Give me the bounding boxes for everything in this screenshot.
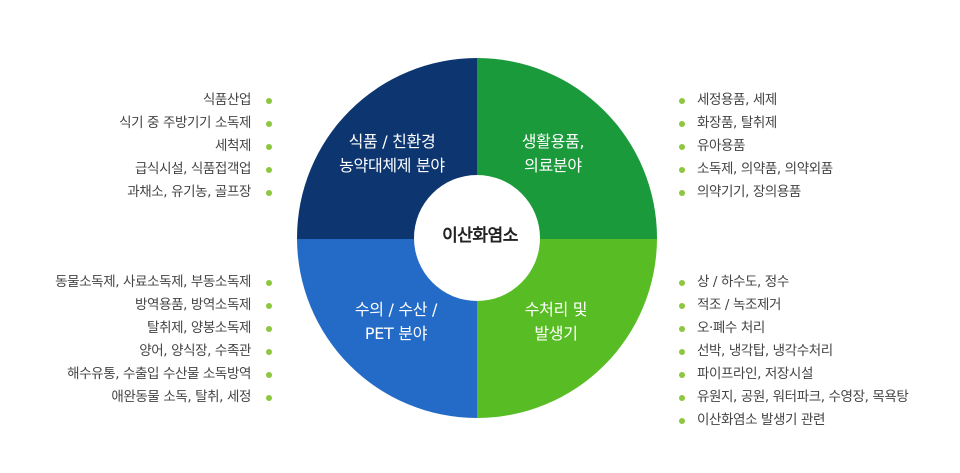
list-item: 의약기기, 장의용품 xyxy=(677,181,833,204)
bullet-dot-icon xyxy=(266,349,272,355)
list-item: 식기 중 주방기기 소독제 xyxy=(119,112,274,135)
list-item: 세정용품, 세제 xyxy=(677,89,833,112)
bullet-dot-icon xyxy=(266,98,272,104)
list-item: 양어, 양식장, 수족관 xyxy=(55,340,274,363)
list-item-label: 동물소독제, 사료소독제, 부동소독제 xyxy=(55,274,251,290)
list-item-label: 방역용품, 방역소독제 xyxy=(135,297,251,313)
list-item-label: 오·폐수 처리 xyxy=(697,320,765,336)
list-item-label: 상 / 하수도, 정수 xyxy=(697,274,789,290)
bullet-dot-icon xyxy=(679,395,685,401)
bullet-dot-icon xyxy=(266,280,272,286)
quadrant-label-line: 수처리 및 xyxy=(524,300,588,319)
bullet-dot-icon xyxy=(679,349,685,355)
list-item-label: 화장품, 탈취제 xyxy=(697,115,777,131)
list-item: 급식시설, 식품접객업 xyxy=(119,158,274,181)
list-item-label: 세정용품, 세제 xyxy=(697,92,777,108)
list-item-label: 애완동물 소독, 탈취, 세정 xyxy=(111,389,251,405)
quadrant-label-bottom-left: 수의 / 수산 / PET 분야 xyxy=(311,298,481,346)
list-item-label: 의약기기, 장의용품 xyxy=(697,184,801,200)
list-item: 파이프라인, 저장시설 xyxy=(677,363,908,386)
list-item: 식품산업 xyxy=(119,89,274,112)
list-item: 해수유통, 수출입 수산물 소독방역 xyxy=(55,363,274,386)
bullet-dot-icon xyxy=(679,98,685,104)
quadrant-label-line: PET 분야 xyxy=(364,324,428,343)
list-item-label: 양어, 양식장, 수족관 xyxy=(139,343,251,359)
bullet-dot-icon xyxy=(679,372,685,378)
list-item: 애완동물 소독, 탈취, 세정 xyxy=(55,386,274,409)
quadrant-label-top-right: 생활용품, 의료분야 xyxy=(468,130,638,178)
bullet-dot-icon xyxy=(679,167,685,173)
quadrant-label-line: 수의 / 수산 / xyxy=(354,300,438,319)
list-item: 이산화염소 발생기 관련 xyxy=(677,409,908,432)
list-item-label: 소독제, 의약품, 의약외품 xyxy=(697,161,833,177)
bullet-dot-icon xyxy=(266,395,272,401)
list-item-label: 식품산업 xyxy=(202,92,251,108)
quadrant-label-line: 농약대체제 분야 xyxy=(339,156,445,175)
list-item-label: 세척제 xyxy=(214,138,251,154)
list-item: 화장품, 탈취제 xyxy=(677,112,833,135)
list-item-label: 과채소, 유기농, 골프장 xyxy=(127,184,251,200)
list-item-label: 선박, 냉각탑, 냉각수처리 xyxy=(697,343,833,359)
quadrant-label-line: 발생기 xyxy=(534,324,578,343)
bullet-dot-icon xyxy=(679,280,685,286)
list-item: 동물소독제, 사료소독제, 부동소독제 xyxy=(55,271,274,294)
list-item-label: 해수유통, 수출입 수산물 소독방역 xyxy=(67,366,251,382)
list-item: 세척제 xyxy=(119,135,274,158)
list-item: 유원지, 공원, 워터파크, 수영장, 목욕탕 xyxy=(677,386,909,409)
quadrant-label-bottom-right: 수처리 및 발생기 xyxy=(471,298,641,346)
list-item-label: 파이프라인, 저장시설 xyxy=(697,366,813,382)
bullet-dot-icon xyxy=(266,144,272,150)
list-item: 과채소, 유기농, 골프장 xyxy=(119,181,274,204)
quadrant-label-line: 생활용품, xyxy=(521,132,585,151)
bullet-dot-icon xyxy=(679,418,685,424)
list-item-label: 적조 / 녹조제거 xyxy=(697,297,782,313)
list-item-label: 이산화염소 발생기 관련 xyxy=(697,412,825,428)
quadrant-label-line: 의료분야 xyxy=(524,156,582,175)
center-circle xyxy=(414,175,540,301)
bullet-dot-icon xyxy=(266,167,272,173)
list-item: 유아용품 xyxy=(677,135,833,158)
list-item-label: 탈취제, 양봉소독제 xyxy=(147,320,251,336)
list-item: 오·폐수 처리 xyxy=(677,317,908,340)
list-item: 적조 / 녹조제거 xyxy=(677,294,908,317)
bullet-dot-icon xyxy=(679,144,685,150)
list-item: 상 / 하수도, 정수 xyxy=(677,271,908,294)
bullet-dot-icon xyxy=(679,190,685,196)
list-item: 탈취제, 양봉소독제 xyxy=(55,317,274,340)
bullet-dot-icon xyxy=(679,326,685,332)
bullet-dot-icon xyxy=(266,190,272,196)
list-item-label: 유원지, 공원, 워터파크, 수영장, 목욕탕 xyxy=(697,389,909,405)
list-item: 방역용품, 방역소독제 xyxy=(55,294,274,317)
bullet-dot-icon xyxy=(266,372,272,378)
list-item: 소독제, 의약품, 의약외품 xyxy=(677,158,833,181)
bullet-dot-icon xyxy=(266,326,272,332)
bullet-dot-icon xyxy=(266,121,272,127)
list-item-label: 식기 중 주방기기 소독제 xyxy=(119,115,251,131)
bullet-dot-icon xyxy=(679,303,685,309)
list-item-label: 유아용품 xyxy=(697,138,746,154)
list-item-label: 급식시설, 식품접객업 xyxy=(135,161,251,177)
bullet-dot-icon xyxy=(679,121,685,127)
quadrant-label-line: 식품 / 친환경 xyxy=(348,132,436,151)
quadrant-label-top-left: 식품 / 친환경 농약대체제 분야 xyxy=(307,130,477,178)
list-item: 선박, 냉각탑, 냉각수처리 xyxy=(677,340,908,363)
center-label: 이산화염소 xyxy=(442,226,518,246)
bullet-dot-icon xyxy=(266,303,272,309)
